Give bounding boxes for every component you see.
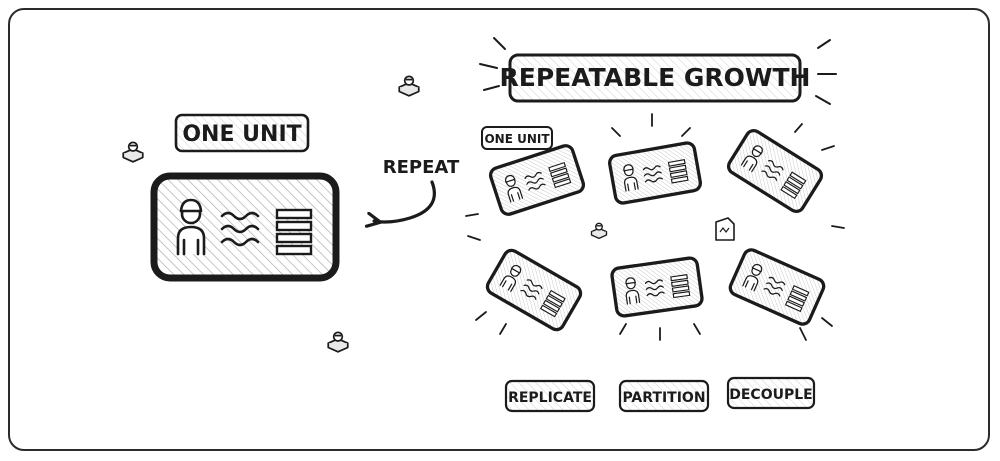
action-label-decouple: DECOUPLE <box>729 387 812 403</box>
small-one-unit-label: ONE UNIT <box>484 132 550 146</box>
one-unit-label: ONE UNIT <box>182 122 301 147</box>
replicated-unit-card <box>489 144 586 216</box>
repeat-label: REPEAT <box>383 157 460 178</box>
cube-doodle-icon <box>592 223 607 238</box>
replicated-unit-card <box>608 142 701 204</box>
cube-doodle-icon <box>399 76 419 96</box>
action-label-replicate: REPLICATE <box>508 390 592 406</box>
repeatable-growth-title-box: REPEATABLE GROWTH <box>500 55 811 101</box>
tag-doodle-icon <box>716 218 734 240</box>
action-box-replicate: REPLICATE <box>506 381 594 411</box>
small-one-unit-label-box: ONE UNIT <box>482 127 552 149</box>
cube-doodle-icon <box>123 142 143 162</box>
repeatable-growth-title: REPEATABLE GROWTH <box>500 63 811 92</box>
replicated-unit-card <box>611 257 703 317</box>
repeat-arrow <box>374 182 434 222</box>
action-box-decouple: DECOUPLE <box>728 378 814 408</box>
cube-doodle-icon <box>328 332 348 352</box>
action-label-partition: PARTITION <box>622 390 705 406</box>
one-unit-label-box: ONE UNIT <box>176 115 308 151</box>
replicated-unit-card <box>728 247 826 326</box>
action-box-partition: PARTITION <box>620 381 708 411</box>
replicated-unit-card <box>485 248 584 333</box>
replicated-unit-card <box>726 128 825 214</box>
single-unit-card <box>154 176 336 278</box>
